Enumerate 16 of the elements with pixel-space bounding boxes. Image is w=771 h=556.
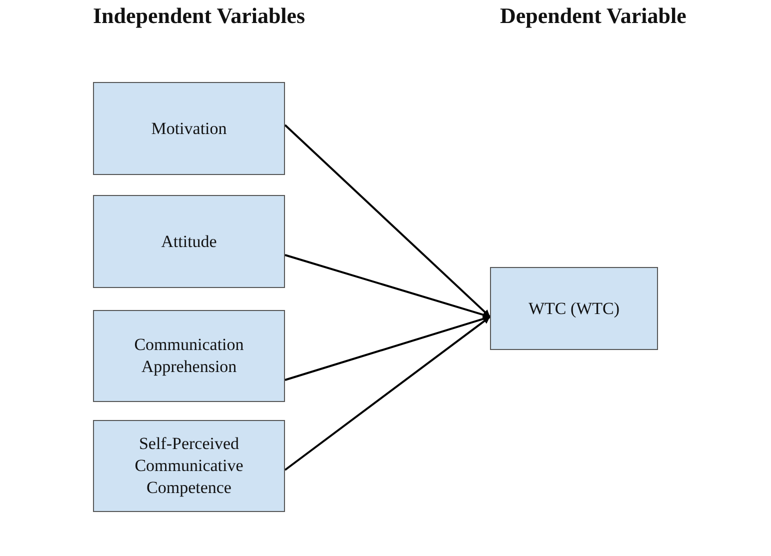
- variable-box: [93, 195, 285, 288]
- column-heading: Dependent Variable: [500, 2, 686, 30]
- variable-box: [93, 82, 285, 175]
- variable-label: Self-Perceived Communicative Competence: [134, 433, 244, 499]
- variable-label: Communication Apprehension: [133, 334, 245, 378]
- arrow: [284, 254, 490, 318]
- arrow: [284, 124, 491, 318]
- arrow: [284, 316, 491, 471]
- variable-label: Attitude: [161, 230, 217, 252]
- variable-box: [93, 420, 285, 512]
- variable-label: WTC (WTC): [528, 298, 620, 320]
- variable-box: [93, 310, 285, 402]
- variable-label: Motivation: [151, 118, 227, 140]
- arrow: [284, 316, 490, 381]
- column-heading: Independent Variables: [93, 2, 306, 30]
- variable-box: [490, 267, 658, 350]
